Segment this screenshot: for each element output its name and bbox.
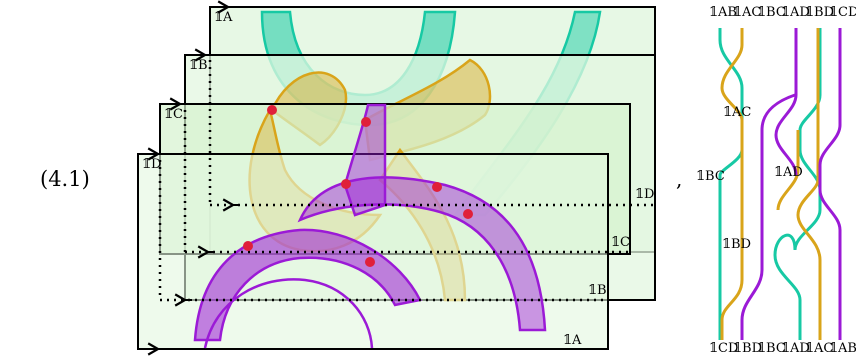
braid-bottom-label: 𝟙BC (757, 341, 786, 356)
braid-bottom-label: 𝟙BD (733, 341, 762, 356)
dotted-seams (158, 60, 655, 302)
braid-top-label: 𝟙BC (757, 5, 786, 20)
braid-top-label: 𝟙AB (709, 5, 737, 20)
braid-labels-top: 𝟙AB 𝟙AC 𝟙BC 𝟙AD 𝟙BD 𝟙CD (709, 5, 856, 20)
label-sheet-c-top: 𝟙C (164, 107, 183, 122)
braid-region-bd: 𝟙BD (722, 237, 751, 252)
junction-points (243, 105, 473, 267)
label-sheet-d-top: 𝟙D (142, 157, 161, 172)
braid-region-ac: 𝟙AC (723, 105, 751, 120)
label-sheet-b-right: 𝟙B (588, 283, 607, 298)
braid-bottom-label: 𝟙AD (781, 341, 810, 356)
braid-strand-gold-2 (796, 28, 822, 340)
braid-strand-gold (720, 28, 744, 340)
label-sheet-a-top: 𝟙A (214, 10, 233, 25)
separator-comma: , (676, 167, 682, 191)
braid-top-label: 𝟙AD (781, 5, 810, 20)
braid-labels-bottom: 𝟙CD 𝟙BD 𝟙BC 𝟙AD 𝟙AC 𝟙AB (709, 341, 856, 356)
equation-number: (4.1) (40, 167, 90, 191)
label-sheet-a-right: 𝟙A (563, 333, 582, 348)
braid-strand-purple-2 (818, 28, 842, 340)
sheet-arrows (147, 0, 240, 356)
braid-bottom-label: 𝟙AC (805, 341, 833, 356)
braid-strand-teal-3 (773, 233, 802, 340)
braid-region-ad: 𝟙AD (774, 165, 803, 180)
braid-top-label: 𝟙BD (805, 5, 834, 20)
label-sheet-d-right: 𝟙D (635, 187, 654, 202)
braid-strand-teal-2 (793, 28, 822, 251)
label-sheet-c-right: 𝟙C (611, 235, 630, 250)
braid-diagram (718, 28, 842, 340)
braid-top-label: 𝟙AC (733, 5, 761, 20)
braid-strand-purple-3 (740, 93, 796, 340)
purple-arc-front (203, 278, 374, 349)
braid-strand-gold-3 (776, 130, 800, 211)
braid-strand-teal (718, 28, 744, 340)
braid-bottom-label: 𝟙CD (709, 341, 738, 356)
braid-top-label: 𝟙CD (829, 5, 856, 20)
braid-region-bc: 𝟙BC (696, 169, 725, 184)
braid-bottom-label: 𝟙AB (829, 341, 856, 356)
braid-strand-purple (774, 28, 798, 176)
label-sheet-b-top: 𝟙B (189, 58, 208, 73)
